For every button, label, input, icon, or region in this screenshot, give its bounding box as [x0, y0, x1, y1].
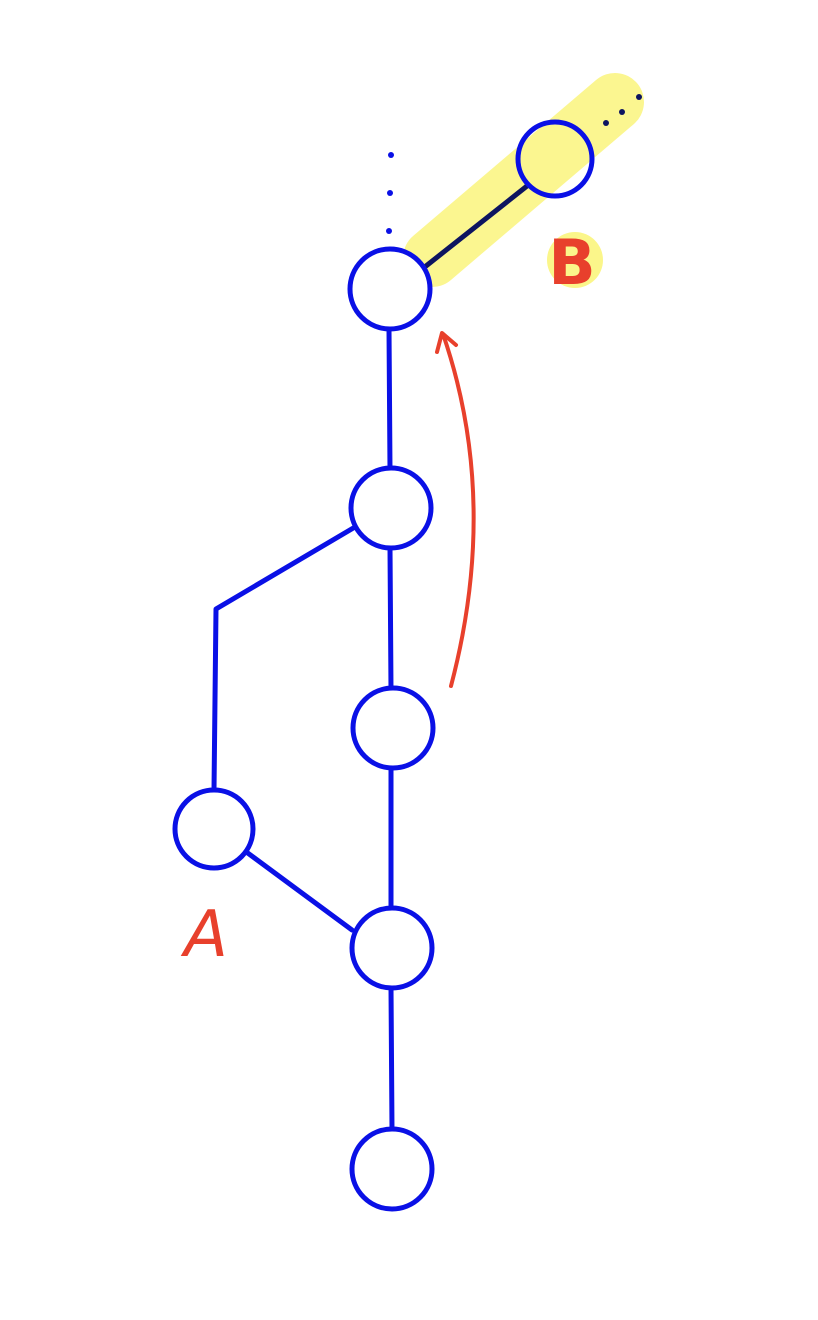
node-top [347, 246, 433, 332]
continuation-dot [619, 109, 625, 115]
node-b [515, 119, 595, 199]
edge-node1-node2 [386, 326, 393, 473]
continuation-dot [388, 152, 394, 158]
continuation-dot [636, 94, 642, 100]
label-a: A [180, 898, 228, 972]
node-bottom [349, 1126, 435, 1212]
edge-nodeA-node5 [242, 848, 355, 933]
label-b: B [548, 226, 595, 299]
label-b-highlight [547, 232, 603, 288]
edge-node2-nodeA [211, 524, 358, 793]
edge-node5-node6 [388, 985, 395, 1133]
move-arrow [441, 332, 476, 688]
continuation-dot [387, 190, 393, 196]
node-middle [350, 685, 436, 771]
node-merge [348, 465, 434, 551]
node-fork [349, 905, 435, 991]
edge-node1-nodeB [423, 183, 530, 269]
edge-node2-node3 [387, 545, 394, 693]
continuation-dot [386, 228, 392, 234]
continuation-dot [603, 120, 609, 126]
arrow-head [435, 331, 458, 354]
node-a [172, 787, 256, 871]
